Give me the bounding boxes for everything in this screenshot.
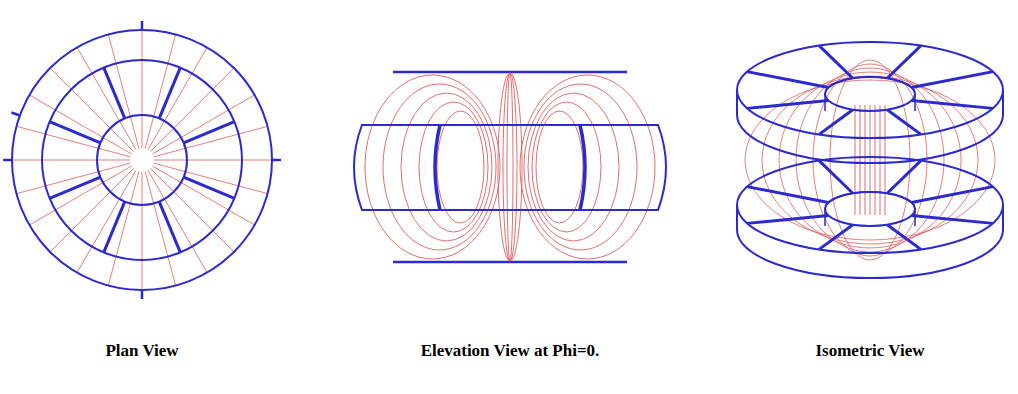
- drawing-stroke: [184, 177, 235, 198]
- drawing-stroke: [437, 111, 484, 223]
- drawing-stroke: [887, 110, 921, 135]
- drawing-stroke: [855, 105, 856, 215]
- drawing-stroke: [737, 205, 1003, 278]
- drawing-stroke: [142, 30, 143, 148]
- drawing-stroke: [419, 102, 488, 232]
- drawing-stroke: [184, 122, 235, 143]
- drawing-stroke: [825, 192, 915, 226]
- drawing-stroke: [887, 225, 921, 250]
- drawing-stroke: [737, 42, 1003, 138]
- drawing-stroke: [435, 125, 440, 210]
- drawing-stroke: [737, 157, 1003, 253]
- drawing-stroke: [524, 84, 637, 250]
- drawing-stroke: [875, 105, 876, 215]
- drawing-stroke: [11, 112, 19, 115]
- drawing-stroke: [401, 93, 492, 241]
- drawing-stroke: [528, 93, 619, 241]
- drawing-stroke: [159, 202, 180, 253]
- drawing-stroke: [819, 161, 853, 194]
- isometric-view-drawing: [737, 42, 1003, 278]
- drawing-stroke: [520, 75, 655, 259]
- drawing-stroke: [747, 101, 828, 109]
- drawing-stroke: [365, 75, 500, 259]
- drawing-stroke: [870, 105, 871, 215]
- drawing-stroke: [819, 46, 853, 79]
- drawing-stroke: [148, 47, 207, 149]
- elevation-view-drawing: [354, 72, 666, 262]
- drawing-stroke: [77, 170, 136, 272]
- drawing-stroke: [50, 177, 101, 198]
- drawing-stroke: [142, 172, 143, 290]
- drawing-stroke: [885, 105, 886, 215]
- drawing-stroke: [536, 111, 583, 223]
- drawing-stroke: [745, 80, 995, 240]
- drawing-stroke: [747, 187, 828, 203]
- drawing-stroke: [159, 68, 180, 119]
- drawing-stroke: [747, 216, 828, 224]
- drawing-stroke: [77, 47, 136, 149]
- drawing-stroke: [42, 60, 242, 260]
- drawing-stroke: [747, 72, 828, 88]
- drawing-stroke: [880, 105, 881, 215]
- drawing-stroke: [825, 77, 915, 111]
- drawing-stroke: [860, 105, 861, 215]
- drawing-stroke: [272, 159, 281, 162]
- drawing-stroke: [825, 192, 915, 226]
- drawing-stroke: [152, 166, 254, 225]
- drawing-stroke: [104, 68, 125, 119]
- drawing-stroke: [830, 60, 910, 260]
- drawing-stroke: [912, 101, 993, 109]
- drawing-stroke: [887, 46, 921, 79]
- view-caption: Plan View: [105, 341, 178, 361]
- drawing-stroke: [580, 125, 585, 210]
- drawing-stroke: [532, 102, 601, 232]
- drawing-stroke: [912, 216, 993, 224]
- drawing-stroke: [12, 30, 272, 290]
- drawing-stroke: [50, 122, 101, 143]
- drawing-stroke: [97, 115, 187, 205]
- drawing-stroke: [503, 73, 517, 261]
- drawing-stroke: [12, 160, 130, 161]
- drawing-stroke: [383, 84, 496, 250]
- drawing-stroke: [3, 159, 12, 162]
- drawing-stroke: [498, 73, 522, 261]
- drawing-stroke: [737, 90, 1003, 163]
- drawing-stroke: [819, 225, 853, 250]
- drawing-stroke: [354, 125, 666, 210]
- drawing-stroke: [825, 77, 915, 111]
- drawing-stroke: [29, 166, 131, 225]
- drawing-stroke: [154, 160, 272, 161]
- drawing-stroke: [887, 161, 921, 194]
- view-caption: Elevation View at Phi=0.: [421, 341, 600, 361]
- drawing-stroke: [141, 21, 144, 30]
- view-caption: Isometric View: [815, 341, 924, 361]
- drawing-stroke: [141, 290, 144, 299]
- drawing-stroke: [507, 73, 513, 261]
- drawing-stroke: [29, 95, 131, 154]
- plan-view-drawing: [3, 21, 281, 299]
- drawing-stroke: [104, 202, 125, 253]
- drawing-stroke: [912, 187, 993, 203]
- drawing-stroke: [152, 95, 254, 154]
- drawing-stroke: [819, 110, 853, 135]
- drawing-stroke: [779, 72, 961, 248]
- drawing-stroke: [865, 105, 866, 215]
- drawing-stroke: [148, 170, 207, 272]
- drawing-stroke: [912, 72, 993, 88]
